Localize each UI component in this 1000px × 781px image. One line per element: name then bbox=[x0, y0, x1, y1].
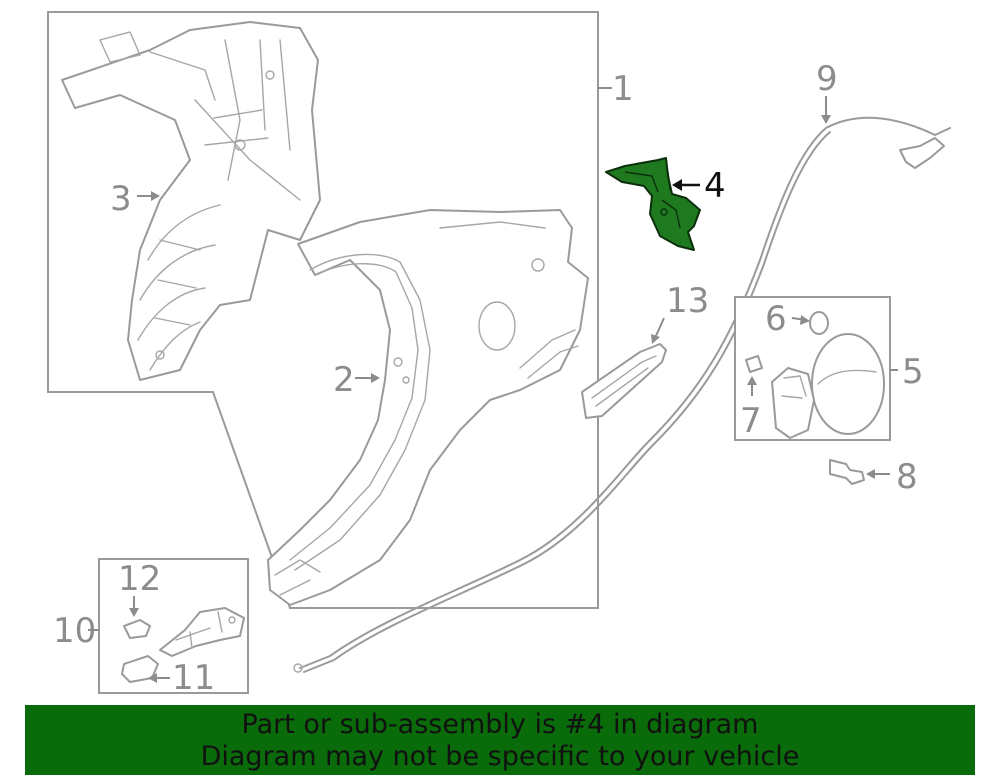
banner-line-1: Part or sub-assembly is #4 in diagram bbox=[241, 709, 759, 740]
callout-13: 13 bbox=[666, 281, 709, 321]
banner-line-2: Diagram may not be specific to your vehi… bbox=[200, 741, 800, 772]
part-2-quarter-panel[interactable] bbox=[267, 209, 589, 606]
panel-1-frame bbox=[47, 11, 599, 609]
part-10-actuator[interactable] bbox=[159, 607, 245, 657]
callout-1: 1 bbox=[612, 69, 634, 109]
callout-7: 7 bbox=[740, 401, 762, 441]
callout-6: 6 bbox=[765, 299, 787, 339]
part-8-bolt[interactable] bbox=[829, 459, 865, 485]
part-7-clip[interactable] bbox=[745, 355, 763, 373]
part-6-cap[interactable] bbox=[809, 311, 829, 335]
part-5-fuel-door[interactable] bbox=[811, 333, 885, 435]
part-9-release-cable[interactable] bbox=[293, 116, 951, 673]
callout-8: 8 bbox=[896, 457, 918, 497]
part-4-bracket-highlighted[interactable] bbox=[605, 157, 701, 251]
callout-5: 5 bbox=[902, 352, 924, 392]
parts-diagram: 1 2 3 4 5 6 7 8 9 10 11 12 13 bbox=[47, 11, 951, 698]
callout-9: 9 bbox=[816, 59, 838, 99]
callout-11: 11 bbox=[172, 658, 215, 698]
callout-2: 2 bbox=[333, 360, 355, 400]
info-banner: Part or sub-assembly is #4 in diagram Di… bbox=[25, 705, 975, 775]
callout-3: 3 bbox=[110, 179, 132, 219]
callout-4: 4 bbox=[704, 166, 726, 206]
part-12-cap[interactable] bbox=[123, 619, 151, 639]
part-3-inner-wheelhouse[interactable] bbox=[61, 21, 321, 381]
leader-lines bbox=[88, 87, 898, 683]
part-13-housing[interactable] bbox=[581, 343, 667, 419]
callout-10: 10 bbox=[53, 611, 96, 651]
part-5-housing[interactable] bbox=[771, 367, 815, 439]
callout-12: 12 bbox=[118, 559, 161, 599]
